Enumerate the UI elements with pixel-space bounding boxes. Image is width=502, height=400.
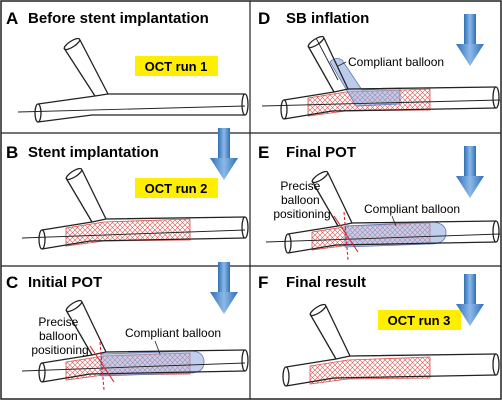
svg-text:OCT run 2: OCT run 2 bbox=[145, 181, 208, 196]
vessel bbox=[21, 167, 249, 250]
panel-title: Stent implantation bbox=[28, 144, 159, 161]
panel-title: SB inflation bbox=[286, 10, 369, 27]
panel-a: A Before stent implantation OCT run 1 bbox=[6, 9, 249, 123]
positioning-marker bbox=[333, 211, 359, 261]
panel-letter: F bbox=[258, 273, 268, 292]
balloon-label: Compliant balloon bbox=[348, 55, 444, 69]
stent bbox=[309, 356, 431, 385]
down-arrow-icon bbox=[456, 146, 484, 198]
panel-d: D SB inflation Compliant balloon bbox=[258, 9, 501, 120]
leader-line bbox=[154, 340, 161, 355]
balloon bbox=[344, 221, 447, 248]
vessel bbox=[17, 37, 249, 123]
vessel bbox=[261, 35, 501, 120]
positioning-marker bbox=[89, 341, 115, 391]
down-arrow-icon bbox=[456, 14, 484, 66]
leader-line bbox=[391, 215, 397, 227]
leader-line bbox=[337, 61, 347, 67]
oct-label: OCT run 2 bbox=[135, 178, 218, 198]
panel-c: C Initial POT Compliant balloon Precise … bbox=[6, 262, 249, 391]
oct-label: OCT run 3 bbox=[378, 310, 461, 330]
positioning-label: Precise balloon positioning bbox=[31, 315, 88, 357]
panel-letter: E bbox=[258, 143, 269, 162]
oct-label: OCT run 1 bbox=[135, 56, 218, 76]
panel-letter: A bbox=[6, 9, 18, 28]
panel-letter: C bbox=[6, 273, 18, 292]
panel-title: Before stent implantation bbox=[28, 10, 209, 27]
down-arrow-icon bbox=[210, 128, 238, 180]
svg-text:OCT run 1: OCT run 1 bbox=[145, 59, 208, 74]
svg-text:OCT run 3: OCT run 3 bbox=[388, 313, 451, 328]
panel-letter: D bbox=[258, 9, 270, 28]
panel-f: F Final result OCT run 3 bbox=[258, 273, 500, 387]
vessel bbox=[21, 299, 249, 383]
panel-title: Final result bbox=[286, 274, 366, 291]
vessel bbox=[282, 303, 500, 387]
balloon bbox=[329, 58, 401, 107]
balloon bbox=[100, 350, 205, 377]
balloon-label: Compliant balloon bbox=[364, 202, 460, 216]
balloon-label: Compliant balloon bbox=[125, 326, 221, 340]
panel-b: B Stent implantation OCT run 2 bbox=[6, 128, 249, 250]
panel-title: Final POT bbox=[286, 144, 356, 161]
panel-e: E Final POT Compliant balloon Precise ba… bbox=[258, 143, 501, 261]
positioning-label: Precise balloon positioning bbox=[273, 179, 330, 221]
panel-title: Initial POT bbox=[28, 274, 102, 291]
panel-letter: B bbox=[6, 143, 18, 162]
down-arrow-icon bbox=[210, 262, 238, 314]
